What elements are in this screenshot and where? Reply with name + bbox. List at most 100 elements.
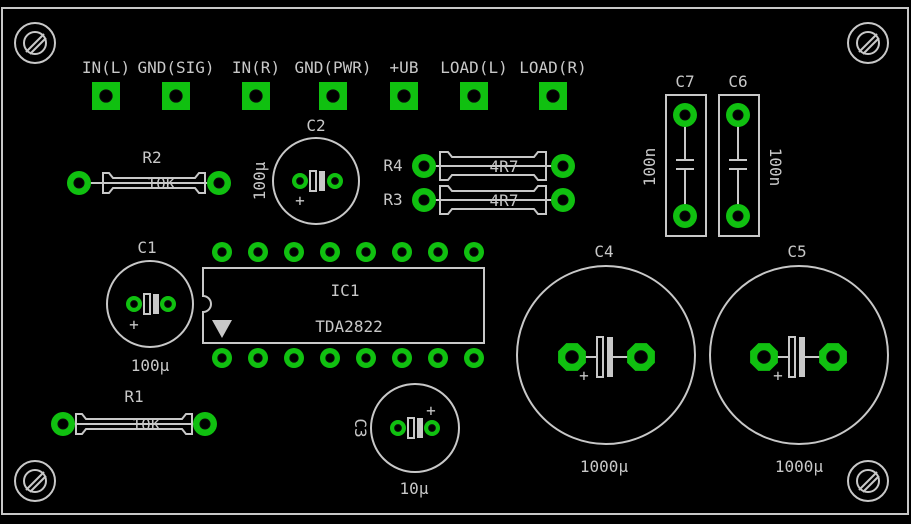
ic-pin-pad xyxy=(356,348,376,368)
r3-value: 4R7 xyxy=(490,191,519,210)
resistor-r3: R3 4R7 xyxy=(383,185,562,215)
c2-value: 100µ xyxy=(250,161,269,200)
resistor-pad xyxy=(412,154,436,178)
capacitor-c2: C2 100µ + xyxy=(250,116,360,225)
capacitor-pad xyxy=(558,343,586,371)
ic1-ref: IC1 xyxy=(331,281,360,300)
capacitor-pad xyxy=(819,343,847,371)
capacitor-c3: C3 10µ + xyxy=(351,383,460,498)
capacitor-pad xyxy=(750,343,778,371)
capacitor-pad xyxy=(327,173,343,189)
c7-value: 100n xyxy=(640,148,659,187)
resistor-r2: R2 10K xyxy=(90,148,218,194)
connector-label-in-l: IN(L) xyxy=(82,58,130,77)
c1-value: 100µ xyxy=(131,356,170,375)
capacitor-pad xyxy=(126,296,142,312)
r1-ref: R1 xyxy=(124,387,143,406)
c5-value: 1000µ xyxy=(775,457,824,476)
solder-pads xyxy=(51,82,847,436)
resistor-pad xyxy=(412,188,436,212)
ic-pin-pad xyxy=(320,242,340,262)
resistor-pad xyxy=(67,171,91,195)
r2-value: 10K xyxy=(147,174,176,193)
c4-value: 1000µ xyxy=(580,457,629,476)
resistor-pad xyxy=(51,412,75,436)
r2-ref: R2 xyxy=(142,148,161,167)
ic-pin-pad xyxy=(212,242,232,262)
connector-pad xyxy=(319,82,347,110)
capacitor-c1: C1 100µ + xyxy=(106,238,194,375)
resistor-pad xyxy=(193,412,217,436)
r1-value: 10K xyxy=(132,415,161,434)
capacitor-pad xyxy=(292,173,308,189)
connector-label-load-r: LOAD(R) xyxy=(519,58,586,77)
ic-pin-pad xyxy=(248,348,268,368)
ic-pin-pad xyxy=(464,242,484,262)
c1-ref: C1 xyxy=(137,238,156,257)
r4-value: 4R7 xyxy=(490,157,519,176)
capacitor-pad xyxy=(673,103,697,127)
connector-row: IN(L) GND(SIG) IN(R) GND(PWR) +UB LOAD(L… xyxy=(82,58,587,77)
connector-pad xyxy=(460,82,488,110)
ic-pin-pad xyxy=(464,348,484,368)
mounting-hole-icon xyxy=(14,460,56,502)
pin1-marker-icon xyxy=(212,320,232,338)
c1-polarity: + xyxy=(129,315,139,334)
connector-pad xyxy=(92,82,120,110)
ic-ic1: IC1 TDA2822 xyxy=(202,267,485,344)
ic-pin-pad xyxy=(248,242,268,262)
r3-ref: R3 xyxy=(383,190,402,209)
ic-pin-pad xyxy=(356,242,376,262)
c5-ref: C5 xyxy=(787,242,806,261)
capacitor-pad xyxy=(390,420,406,436)
capacitor-pad xyxy=(673,204,697,228)
c3-value: 10µ xyxy=(400,479,429,498)
ic1-value: TDA2822 xyxy=(315,317,382,336)
resistor-r4: R4 4R7 xyxy=(383,151,562,181)
c2-ref: C2 xyxy=(306,116,325,135)
connector-label-in-r: IN(R) xyxy=(232,58,280,77)
ic-pin-pad xyxy=(212,348,232,368)
ic-pin-pad xyxy=(392,348,412,368)
ic-pin-pad xyxy=(284,348,304,368)
capacitor-pad xyxy=(726,103,750,127)
capacitor-pad xyxy=(627,343,655,371)
connector-pad xyxy=(539,82,567,110)
capacitor-pad xyxy=(726,204,750,228)
c3-polarity: + xyxy=(426,401,436,420)
ic-pin-pad xyxy=(428,348,448,368)
ic-pin-pad xyxy=(320,348,340,368)
mounting-hole-icon xyxy=(14,22,56,64)
resistor-pad xyxy=(551,154,575,178)
c6-ref: C6 xyxy=(728,72,747,91)
connector-label-ub: +UB xyxy=(390,58,419,77)
resistor-pad xyxy=(207,171,231,195)
c6-value: 100n xyxy=(766,148,785,187)
c2-polarity: + xyxy=(295,191,305,210)
capacitor-c5: C5 1000µ + xyxy=(709,242,889,476)
mounting-hole-icon xyxy=(847,460,889,502)
c5-polarity: + xyxy=(773,366,783,385)
ic-pin-pad xyxy=(284,242,304,262)
mounting-holes xyxy=(14,22,889,502)
ic-pin-pad xyxy=(392,242,412,262)
ic-pin-pad xyxy=(428,242,448,262)
capacitor-c4: C4 1000µ + xyxy=(516,242,696,476)
c7-ref: C7 xyxy=(675,72,694,91)
c4-ref: C4 xyxy=(594,242,613,261)
mounting-hole-icon xyxy=(847,22,889,64)
c3-ref: C3 xyxy=(351,418,370,437)
capacitor-pad xyxy=(160,296,176,312)
connector-label-gnd-sig: GND(SIG) xyxy=(137,58,214,77)
connector-label-gnd-pwr: GND(PWR) xyxy=(294,58,371,77)
capacitor-pad xyxy=(424,420,440,436)
board-outline xyxy=(1,7,909,515)
c4-polarity: + xyxy=(579,366,589,385)
connector-label-load-l: LOAD(L) xyxy=(440,58,507,77)
connector-pad xyxy=(390,82,418,110)
resistor-r1: R1 10K xyxy=(63,387,205,435)
resistor-pad xyxy=(551,188,575,212)
connector-pad xyxy=(162,82,190,110)
capacitor-c7: C7 100n xyxy=(640,72,707,237)
